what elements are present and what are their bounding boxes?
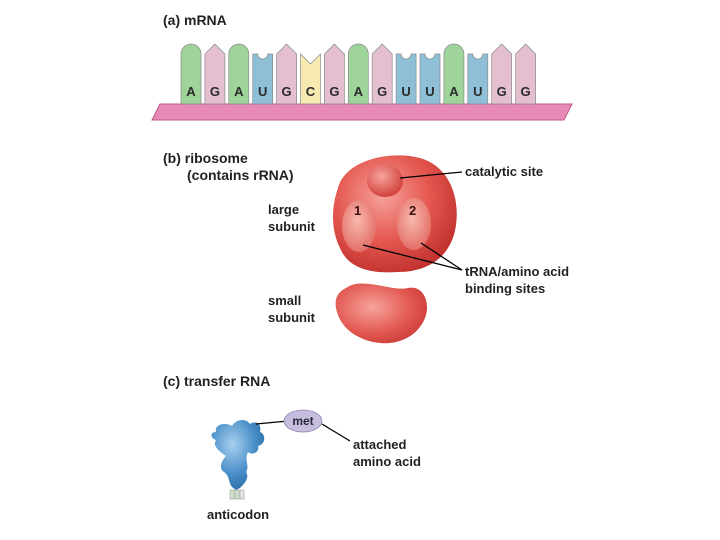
- base-label-4: U: [257, 84, 268, 99]
- trna-arm: [255, 420, 289, 425]
- nucleotide-9: [371, 43, 393, 105]
- met-label: met: [292, 414, 314, 428]
- base-label-7: G: [329, 84, 340, 99]
- nucleotide-15: [515, 43, 536, 105]
- base-label-3: A: [234, 84, 244, 99]
- base-label-11: U: [425, 84, 435, 99]
- nucleotide-8: [347, 43, 369, 105]
- ribosome-subheading: (contains rRNA): [187, 167, 294, 183]
- binding-sites-label-2: binding sites: [465, 281, 546, 296]
- binding-sites-label-1: tRNA/amino acid: [465, 264, 570, 279]
- nucleotide-12: [443, 43, 465, 105]
- base-label-10: U: [401, 84, 411, 99]
- binding-leader-1: [362, 244, 463, 271]
- large-subunit-label-1: large: [268, 202, 300, 217]
- nucleotide-3: [228, 43, 250, 105]
- nucleotide-1: [180, 43, 202, 105]
- trna-molecule: [211, 420, 265, 490]
- anticodon-base-1: [229, 489, 235, 500]
- nucleotide-4: [252, 53, 274, 105]
- site-number-2: 2: [409, 203, 417, 218]
- attached-amino-acid-label-2: amino acid: [353, 454, 421, 469]
- met-bubble: [283, 409, 323, 433]
- base-label-2: G: [209, 84, 220, 99]
- nucleotide-7: [324, 43, 345, 105]
- mrna-heading: (a) mRNA: [163, 12, 227, 28]
- small-subunit: [335, 283, 428, 344]
- base-label-13: U: [473, 84, 483, 99]
- base-label-12: A: [449, 84, 459, 99]
- binding-leader-2: [420, 242, 463, 271]
- base-label-15: G: [520, 84, 531, 99]
- small-subunit-label-1: small: [268, 293, 302, 308]
- nucleotide-10: [395, 53, 417, 105]
- anticodon-base-3: [239, 489, 245, 500]
- base-label-6: C: [305, 84, 316, 99]
- base-label-5: G: [281, 84, 292, 99]
- nucleotide-14: [491, 43, 513, 105]
- catalytic-site: [367, 165, 403, 197]
- ribosome-heading: (b) ribosome: [163, 150, 248, 166]
- base-label-8: A: [353, 84, 363, 99]
- nucleotide-11: [419, 53, 441, 105]
- anticodon-base-2: [234, 489, 240, 500]
- catalytic-leader: [399, 171, 463, 179]
- site-number-1: 1: [354, 203, 362, 218]
- binding-site-2: [397, 198, 431, 250]
- binding-site-1: [342, 200, 376, 252]
- trna-heading: (c) transfer RNA: [163, 373, 271, 389]
- base-label-1: A: [186, 84, 196, 99]
- attached-amino-acid-label-1: attached: [353, 437, 407, 452]
- base-label-14: G: [496, 84, 507, 99]
- amino-acid-leader: [321, 423, 351, 442]
- nucleotide-6: [300, 53, 321, 105]
- large-subunit-label-2: subunit: [268, 219, 315, 234]
- nucleotide-2: [204, 43, 226, 105]
- anticodon-label: anticodon: [207, 507, 270, 522]
- small-subunit-label-2: subunit: [268, 310, 315, 325]
- nucleotide-13: [467, 53, 489, 105]
- nucleotide-5: [276, 43, 297, 105]
- base-label-9: G: [377, 84, 388, 99]
- catalytic-site-label: catalytic site: [465, 164, 544, 179]
